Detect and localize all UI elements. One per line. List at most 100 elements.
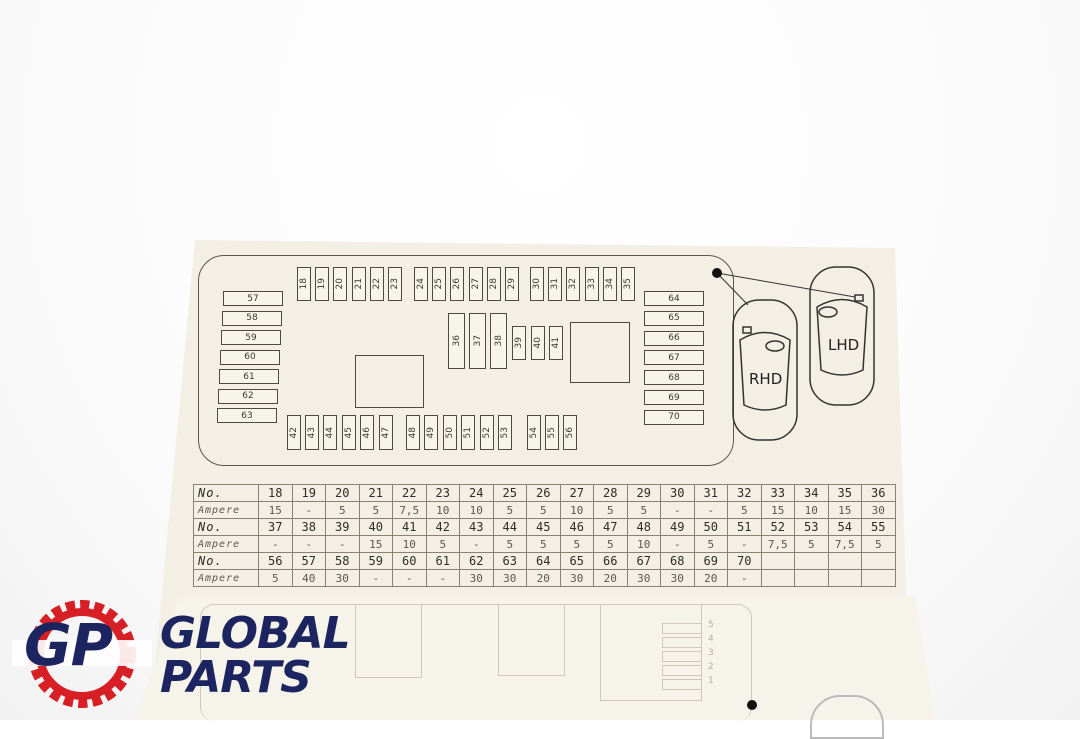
table-cell: 43 bbox=[459, 518, 494, 536]
table-cell: 30 bbox=[492, 569, 527, 587]
fuse-label: 20 bbox=[335, 278, 345, 290]
table-cell: 30 bbox=[660, 569, 695, 587]
fuse-39: 39 bbox=[512, 326, 526, 360]
table-cell: 5 bbox=[526, 501, 561, 519]
fuse-45: 45 bbox=[342, 415, 356, 450]
row-header: No. bbox=[193, 518, 259, 536]
table-cell: 68 bbox=[660, 552, 695, 570]
relay-block-left bbox=[355, 355, 424, 408]
fuse-label: 68 bbox=[668, 372, 680, 383]
table-cell: 22 bbox=[392, 484, 427, 502]
table-cell: 20 bbox=[693, 569, 728, 587]
lower-relay-2 bbox=[498, 604, 565, 676]
table-cell: 64 bbox=[526, 552, 561, 570]
fuse-50: 50 bbox=[443, 415, 457, 450]
lower-relay-slot bbox=[662, 637, 702, 648]
lower-location-dot bbox=[747, 700, 757, 710]
lower-relay-slot bbox=[662, 651, 702, 662]
table-cell: - bbox=[660, 501, 695, 519]
lower-relay-1 bbox=[355, 604, 422, 678]
table-cell: 5 bbox=[693, 535, 728, 553]
table-cell bbox=[760, 569, 795, 587]
fuse-label: 22 bbox=[372, 278, 382, 290]
table-cell: 54 bbox=[827, 518, 862, 536]
row-header: Ampere bbox=[193, 535, 259, 553]
fuse-55: 55 bbox=[545, 415, 559, 450]
fuse-label: 18 bbox=[299, 278, 309, 290]
fuse-58: 58 bbox=[222, 310, 282, 326]
table-cell: - bbox=[325, 535, 360, 553]
lower-relay-label: 1 bbox=[708, 676, 714, 686]
fuse-52: 52 bbox=[480, 415, 494, 450]
rhd-label: RHD bbox=[749, 370, 783, 388]
table-cell: 10 bbox=[425, 501, 460, 519]
table-cell: 65 bbox=[559, 552, 594, 570]
fuse-61: 61 bbox=[219, 369, 279, 384]
table-cell: 7,5 bbox=[392, 501, 427, 519]
table-cell: 10 bbox=[459, 501, 494, 519]
fuse-label: 39 bbox=[514, 337, 524, 349]
fuse-label: 19 bbox=[317, 278, 327, 290]
fuse-70: 70 bbox=[644, 409, 704, 425]
fuse-57: 57 bbox=[223, 291, 283, 306]
logo-line1: GLOBAL bbox=[160, 608, 351, 659]
fuse-25: 25 bbox=[432, 267, 446, 301]
fuse-35: 35 bbox=[621, 267, 635, 301]
fuse-27: 27 bbox=[469, 267, 483, 301]
fuse-label: 58 bbox=[246, 313, 258, 323]
row-header: No. bbox=[193, 552, 259, 570]
fuse-21: 21 bbox=[352, 267, 366, 301]
table-cell: 30 bbox=[861, 501, 896, 519]
fuse-67: 67 bbox=[644, 350, 704, 366]
fuse-label: 25 bbox=[434, 278, 444, 290]
fuse-label: 50 bbox=[445, 426, 455, 439]
fuse-label: 52 bbox=[482, 426, 492, 439]
table-cell: 18 bbox=[258, 484, 293, 502]
fuse-label: 32 bbox=[568, 278, 578, 290]
fuse-18: 18 bbox=[297, 267, 311, 301]
fuse-label: 24 bbox=[416, 278, 426, 290]
fuse-38: 38 bbox=[490, 313, 507, 369]
fuse-label: 40 bbox=[532, 337, 543, 349]
table-cell: 10 bbox=[794, 501, 829, 519]
fuse-63: 63 bbox=[217, 408, 277, 423]
fuse-51: 51 bbox=[461, 415, 475, 450]
car-diagram bbox=[712, 266, 875, 441]
fuse-label: 35 bbox=[623, 278, 633, 290]
fuse-65: 65 bbox=[644, 310, 704, 326]
table-cell: 5 bbox=[794, 535, 829, 553]
lower-relay-slot bbox=[662, 623, 702, 634]
fuse-29: 29 bbox=[505, 267, 519, 301]
fuse-label: 55 bbox=[547, 426, 557, 439]
table-cell: 20 bbox=[325, 484, 360, 502]
lower-relay-label: 3 bbox=[708, 648, 714, 658]
table-cell: 61 bbox=[425, 552, 460, 570]
table-cell: 50 bbox=[693, 518, 728, 536]
fuse-62: 62 bbox=[218, 388, 278, 404]
fuse-label: 53 bbox=[500, 426, 510, 439]
fuse-label: 28 bbox=[489, 278, 499, 290]
pointer-line-lhd bbox=[716, 272, 856, 298]
table-cell: - bbox=[727, 535, 762, 553]
fuse-label: 33 bbox=[587, 278, 597, 290]
rhd-car-icon bbox=[732, 299, 798, 441]
logo-monogram: GP bbox=[24, 611, 113, 679]
table-cell: 59 bbox=[358, 552, 393, 570]
table-cell: 63 bbox=[492, 552, 527, 570]
table-cell: 10 bbox=[392, 535, 427, 553]
table-cell: 5 bbox=[425, 535, 460, 553]
table-cell: 31 bbox=[693, 484, 728, 502]
table-cell: 30 bbox=[459, 569, 494, 587]
fuse-64: 64 bbox=[644, 291, 704, 306]
fuse-label: 49 bbox=[426, 426, 436, 439]
fuse-label: 60 bbox=[244, 352, 256, 362]
fuse-label: 43 bbox=[307, 426, 317, 439]
fuse-label: 48 bbox=[408, 426, 418, 439]
fuse-41: 41 bbox=[549, 326, 563, 360]
fuse-label: 27 bbox=[471, 278, 481, 290]
table-cell bbox=[861, 552, 896, 570]
